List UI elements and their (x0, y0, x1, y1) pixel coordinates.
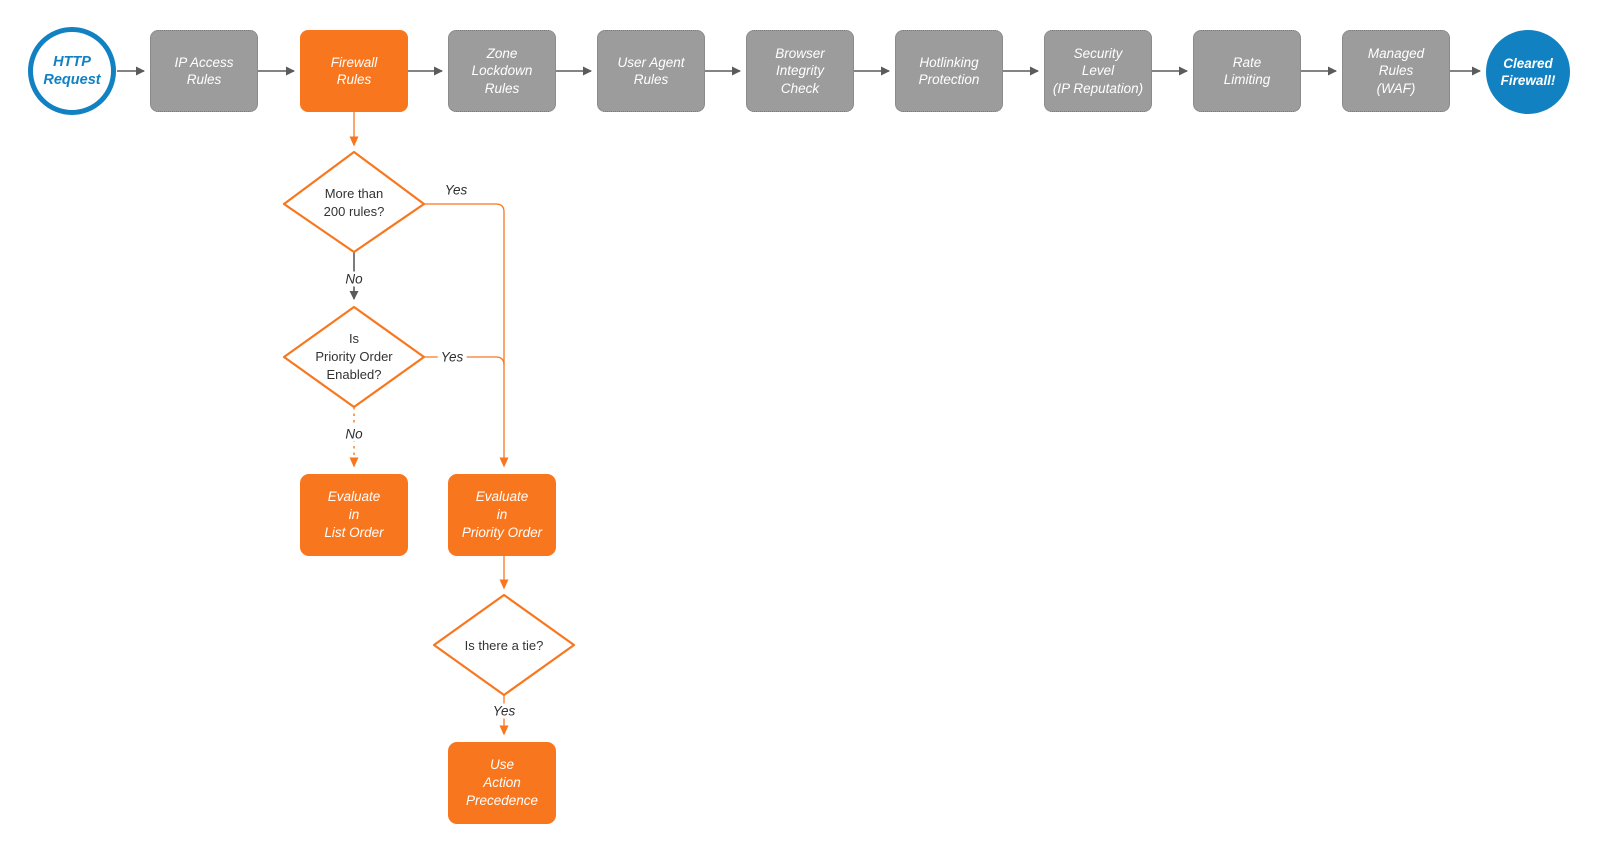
user-agent-rules-label: User Agent Rules (617, 54, 685, 88)
node-zone-lockdown-rules: Zone Lockdown Rules (448, 30, 556, 112)
decision-more-rules-label: More than 200 rules? (323, 186, 385, 219)
firewall-rules-label: Firewall Rules (330, 54, 378, 88)
evaluate-list-order-label: Evaluate in List Order (324, 489, 384, 540)
rate-limiting-label: Rate Limiting (1223, 54, 1271, 88)
node-ip-access-rules: IP Access Rules (150, 30, 258, 112)
browser-integrity-check-label: Browser Integrity Check (775, 45, 825, 96)
decision-priority-enabled-label: Is Priority Order Enabled? (315, 331, 393, 382)
edge-priority-enabled-yes (424, 356, 505, 366)
node-hotlinking-protection: Hotlinking Protection (895, 30, 1003, 112)
managed-rules-waf-label: Managed Rules (WAF) (1367, 45, 1425, 96)
ip-access-rules-label: IP Access Rules (174, 54, 234, 88)
more-rules-yes-label: Yes (441, 182, 471, 198)
node-use-action-precedence: Use Action Precedence (448, 742, 556, 824)
node-evaluate-priority-order: Evaluate in Priority Order (448, 474, 556, 556)
http-request-label: HTTP Request (43, 54, 101, 88)
node-managed-rules-waf: Managed Rules (WAF) (1342, 30, 1450, 112)
decision-tie-label: Is there a tie? (464, 638, 544, 653)
node-browser-integrity-check: Browser Integrity Check (746, 30, 854, 112)
security-level-label: Security Level (IP Reputation) (1052, 45, 1144, 96)
zone-lockdown-rules-label: Zone Lockdown Rules (471, 45, 533, 96)
edge-more-rules-yes (424, 203, 509, 468)
evaluate-priority-order-label: Evaluate in Priority Order (461, 489, 543, 540)
decision-tie-shape (432, 593, 576, 697)
decision-priority-enabled-shape (282, 305, 426, 409)
decision-more-rules-shape (282, 150, 426, 254)
node-http-request: HTTP Request (28, 27, 116, 115)
more-rules-no-label: No (342, 271, 366, 287)
cleared-firewall-label: Cleared Firewall! (1500, 56, 1556, 88)
node-evaluate-list-order: Evaluate in List Order (300, 474, 408, 556)
node-rate-limiting: Rate Limiting (1193, 30, 1301, 112)
priority-enabled-no-label: No (342, 426, 366, 442)
node-firewall-rules: Firewall Rules (300, 30, 408, 112)
use-action-precedence-label: Use Action Precedence (465, 757, 539, 808)
hotlinking-protection-label: Hotlinking Protection (918, 54, 980, 88)
node-security-level: Security Level (IP Reputation) (1044, 30, 1152, 112)
tie-yes-label: Yes (489, 703, 519, 719)
node-user-agent-rules: User Agent Rules (597, 30, 705, 112)
priority-enabled-yes-label: Yes (437, 349, 467, 365)
node-cleared-firewall: Cleared Firewall! (1486, 30, 1570, 114)
